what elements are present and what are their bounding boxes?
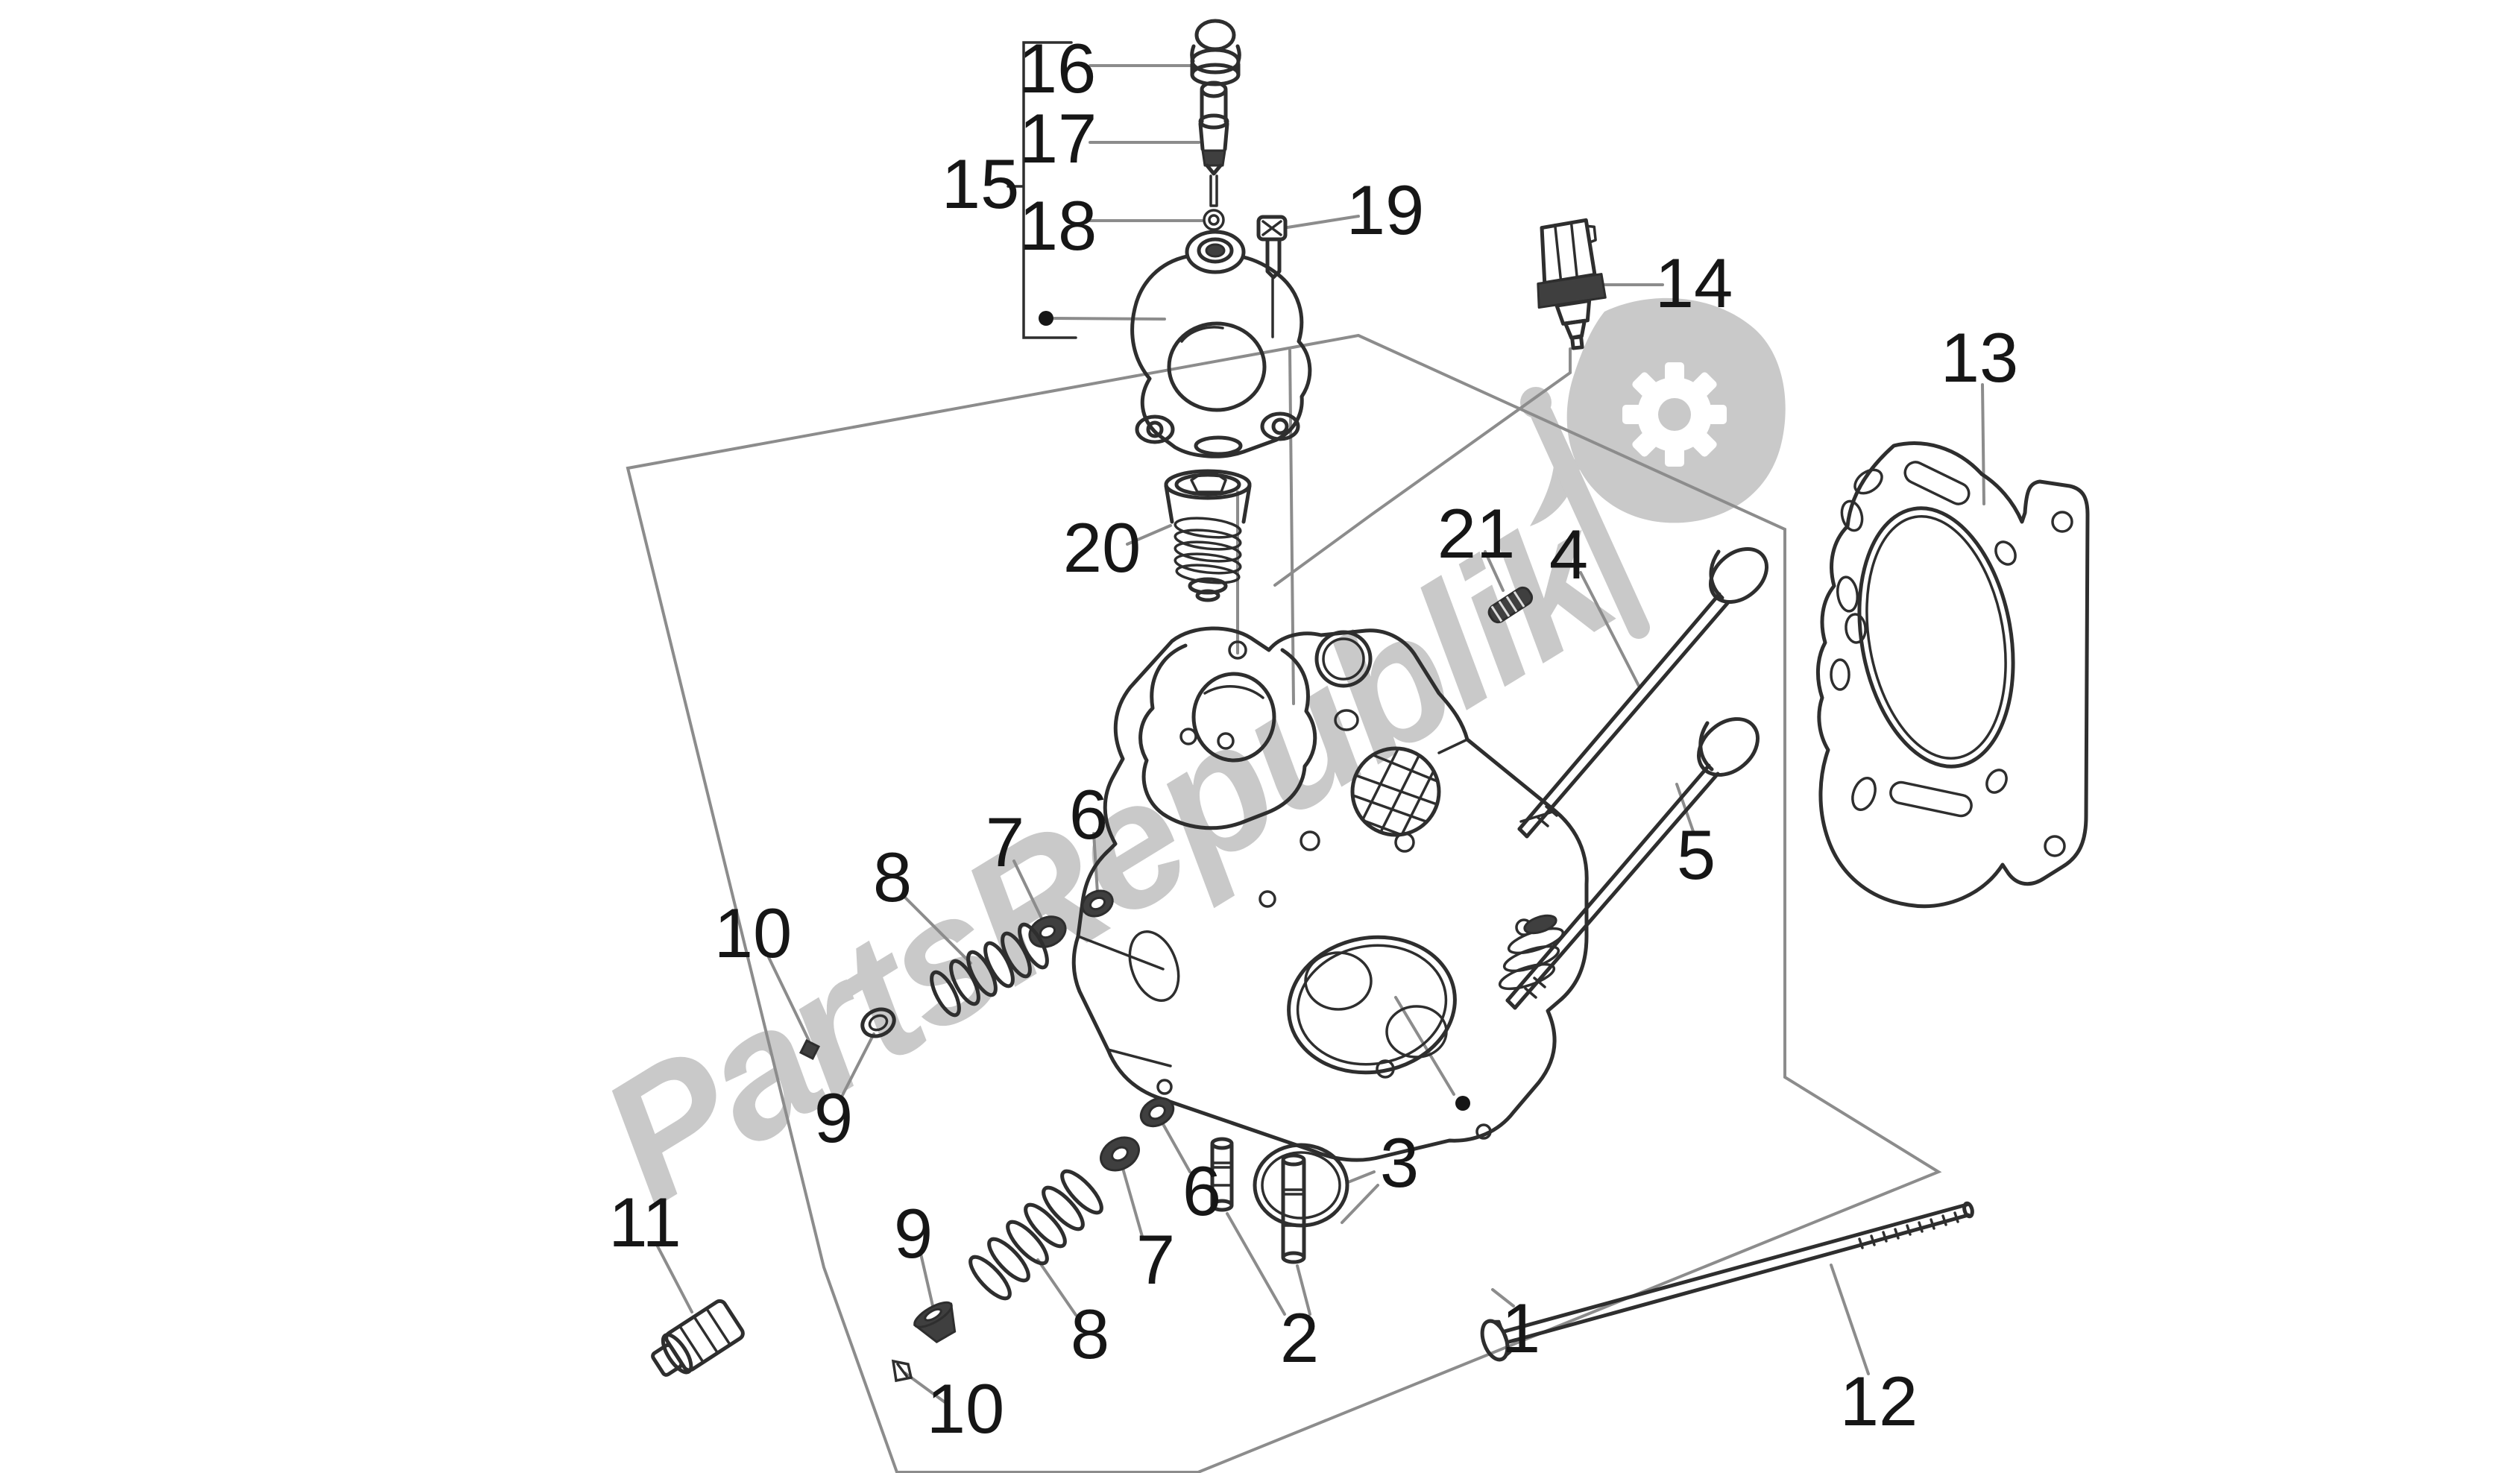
callout-7: 7 [985,803,1025,881]
callout-18: 18 [1018,186,1097,265]
part-1-cylinder-head [1071,626,1589,1162]
callout-7: 7 [1135,1220,1176,1299]
callout-4: 4 [1549,515,1589,593]
callout-17: 17 [1018,99,1097,177]
part-14-sensor [1537,218,1607,350]
callout-16: 16 [1018,29,1097,107]
part-4-valve [1517,547,1769,839]
callout-1: 1 [1501,1289,1541,1367]
thermostat-cover [1130,230,1312,458]
part-17-rod [1209,174,1218,207]
callout-15: 15 [941,145,1020,223]
callout-14: 14 [1654,244,1733,322]
bracket-15 [1007,41,1077,339]
callout-9: 9 [813,1079,854,1157]
callout-11: 11 [608,1183,681,1261]
part-6-seal-lower [1139,1097,1175,1128]
part-16-cap [1190,19,1241,86]
callout-10: 10 [926,1369,1005,1448]
part-9-seat-lower [913,1301,957,1343]
callout-3: 3 [1379,1123,1420,1202]
callout-20: 20 [1062,508,1141,587]
part-5-valve [1505,717,1760,1010]
callout-2: 2 [1279,1299,1320,1377]
reference-dot [1455,1096,1470,1111]
part-8-spring-upper [930,922,1049,1018]
callout-8: 8 [872,838,913,916]
part-10-collet-upper [798,1038,821,1061]
part-21-stud [1487,586,1534,624]
part-9-seat-upper [860,1007,896,1038]
reference-dot [1039,311,1053,326]
part-7-retainer-lower [1100,1136,1140,1172]
part-3-oring [1253,1143,1349,1228]
gear-icon [1622,362,1727,467]
part-17-valve [1198,81,1229,176]
callout-10: 10 [714,894,793,972]
callout-21: 21 [1437,494,1516,573]
part-18-washer [1203,209,1225,231]
callout-6: 6 [1068,775,1109,854]
part-10-collet-lower [891,1359,913,1383]
wrench-icon [1520,387,1650,639]
callout-13: 13 [1940,318,2019,397]
part-20-thermostat [1164,469,1252,602]
callout-12: 12 [1839,1362,1918,1440]
part-11-plug [651,1299,745,1377]
callout-8: 8 [1070,1295,1110,1373]
part-19-bolt [1256,215,1288,338]
part-12-bolt [1480,1201,1974,1362]
assembly-outline [626,333,1942,1473]
part-2-studs [1210,1137,1306,1264]
part-13-gasket [1815,441,2090,909]
callout-9: 9 [893,1194,933,1272]
callout-5: 5 [1676,816,1716,894]
part-8-spring-lower [968,1169,1103,1301]
part-7-retainer-upper [1028,915,1067,948]
callout-6: 6 [1182,1152,1222,1230]
callout-19: 19 [1346,171,1425,249]
part-6-seal-upper [1081,889,1114,918]
